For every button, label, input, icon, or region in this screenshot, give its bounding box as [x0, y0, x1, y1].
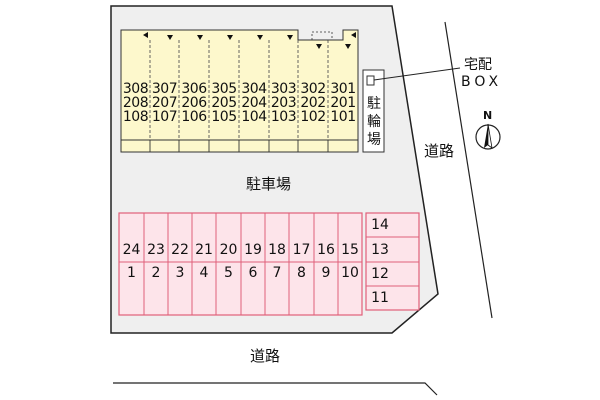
parking-space-number: 14 [371, 217, 389, 233]
delivery-box-label: 宅配 [464, 57, 492, 73]
unit-label: 307 [151, 81, 178, 97]
unit-label: 202 [300, 95, 326, 111]
entrance-markers [143, 32, 356, 49]
unit-label: 302 [300, 81, 326, 97]
parking-space-number: 21 [195, 242, 213, 258]
bicycle-parking [362, 69, 385, 153]
unit-label: 201 [330, 95, 356, 111]
north-label: N [483, 109, 493, 122]
building-base-dividers [149, 140, 329, 152]
unit-label: 207 [151, 95, 178, 111]
apartment-building [120, 29, 359, 153]
unit-label: 206 [181, 95, 207, 111]
unit-label: 107 [151, 109, 178, 125]
parking-side-dividers [366, 236, 419, 287]
compass-needle-light [487, 123, 493, 149]
parking-space-number: 7 [272, 265, 282, 281]
unit-label: 303 [270, 81, 297, 97]
parking-space-number: 24 [122, 242, 141, 258]
unit-label: 208 [122, 95, 149, 111]
parking-space-number: 12 [371, 266, 389, 282]
unit-label: 103 [270, 109, 297, 125]
unit-label: 301 [330, 81, 356, 97]
parking-space-number: 13 [371, 242, 389, 258]
parking-space-number: 10 [341, 265, 359, 281]
road-bottom-label: 道路 [250, 347, 281, 365]
road-right-line [444, 21, 493, 319]
parking-space-number: 23 [147, 242, 165, 258]
delivery-box-label-en: BOX [461, 74, 503, 90]
parking-space-number: 22 [171, 242, 189, 258]
parking-dividers [143, 213, 339, 315]
unit-label: 105 [211, 109, 237, 125]
parking-space-number: 4 [199, 265, 209, 281]
bicycle-parking-label: 駐 輪 場 [367, 96, 381, 148]
parking-space-number: 16 [317, 242, 335, 258]
parking-space-number: 9 [321, 265, 331, 281]
unit-label: 305 [211, 81, 237, 97]
parking-space-number: 8 [297, 265, 306, 281]
unit-label: 108 [122, 109, 149, 125]
unit-label: 101 [330, 109, 356, 125]
unit-label: 304 [241, 81, 267, 97]
parking-space-number: 3 [175, 265, 185, 281]
parking-space-number: 5 [224, 265, 233, 281]
parking-space-number: 11 [371, 290, 389, 306]
road-right-label: 道路 [424, 142, 455, 160]
parking-space-number: 2 [151, 265, 161, 281]
delivery-box-leader [373, 67, 461, 81]
dashed-outline [311, 31, 333, 41]
parking-space-number: 6 [248, 265, 258, 281]
unit-label: 203 [270, 95, 297, 111]
parking-lot-label: 駐車場 [246, 175, 292, 193]
parking-space-number: 1 [127, 265, 136, 281]
parking-space-number: 17 [292, 242, 311, 258]
delivery-box-marker [366, 75, 375, 86]
building-unit-dividers [149, 40, 329, 140]
parking-space-number: 18 [268, 242, 286, 258]
compass-needle-dark [484, 124, 488, 148]
unit-label: 308 [122, 81, 149, 97]
unit-label: 106 [181, 109, 207, 125]
parking-space-number: 15 [341, 242, 359, 258]
road-bottom-line [113, 382, 438, 396]
unit-label: 102 [300, 109, 326, 125]
parking-space-number: 20 [219, 242, 238, 258]
unit-label: 205 [211, 95, 237, 111]
unit-label: 306 [181, 81, 207, 97]
unit-label: 204 [241, 95, 267, 111]
unit-label: 104 [241, 109, 267, 125]
parking-space-number: 19 [244, 242, 262, 258]
